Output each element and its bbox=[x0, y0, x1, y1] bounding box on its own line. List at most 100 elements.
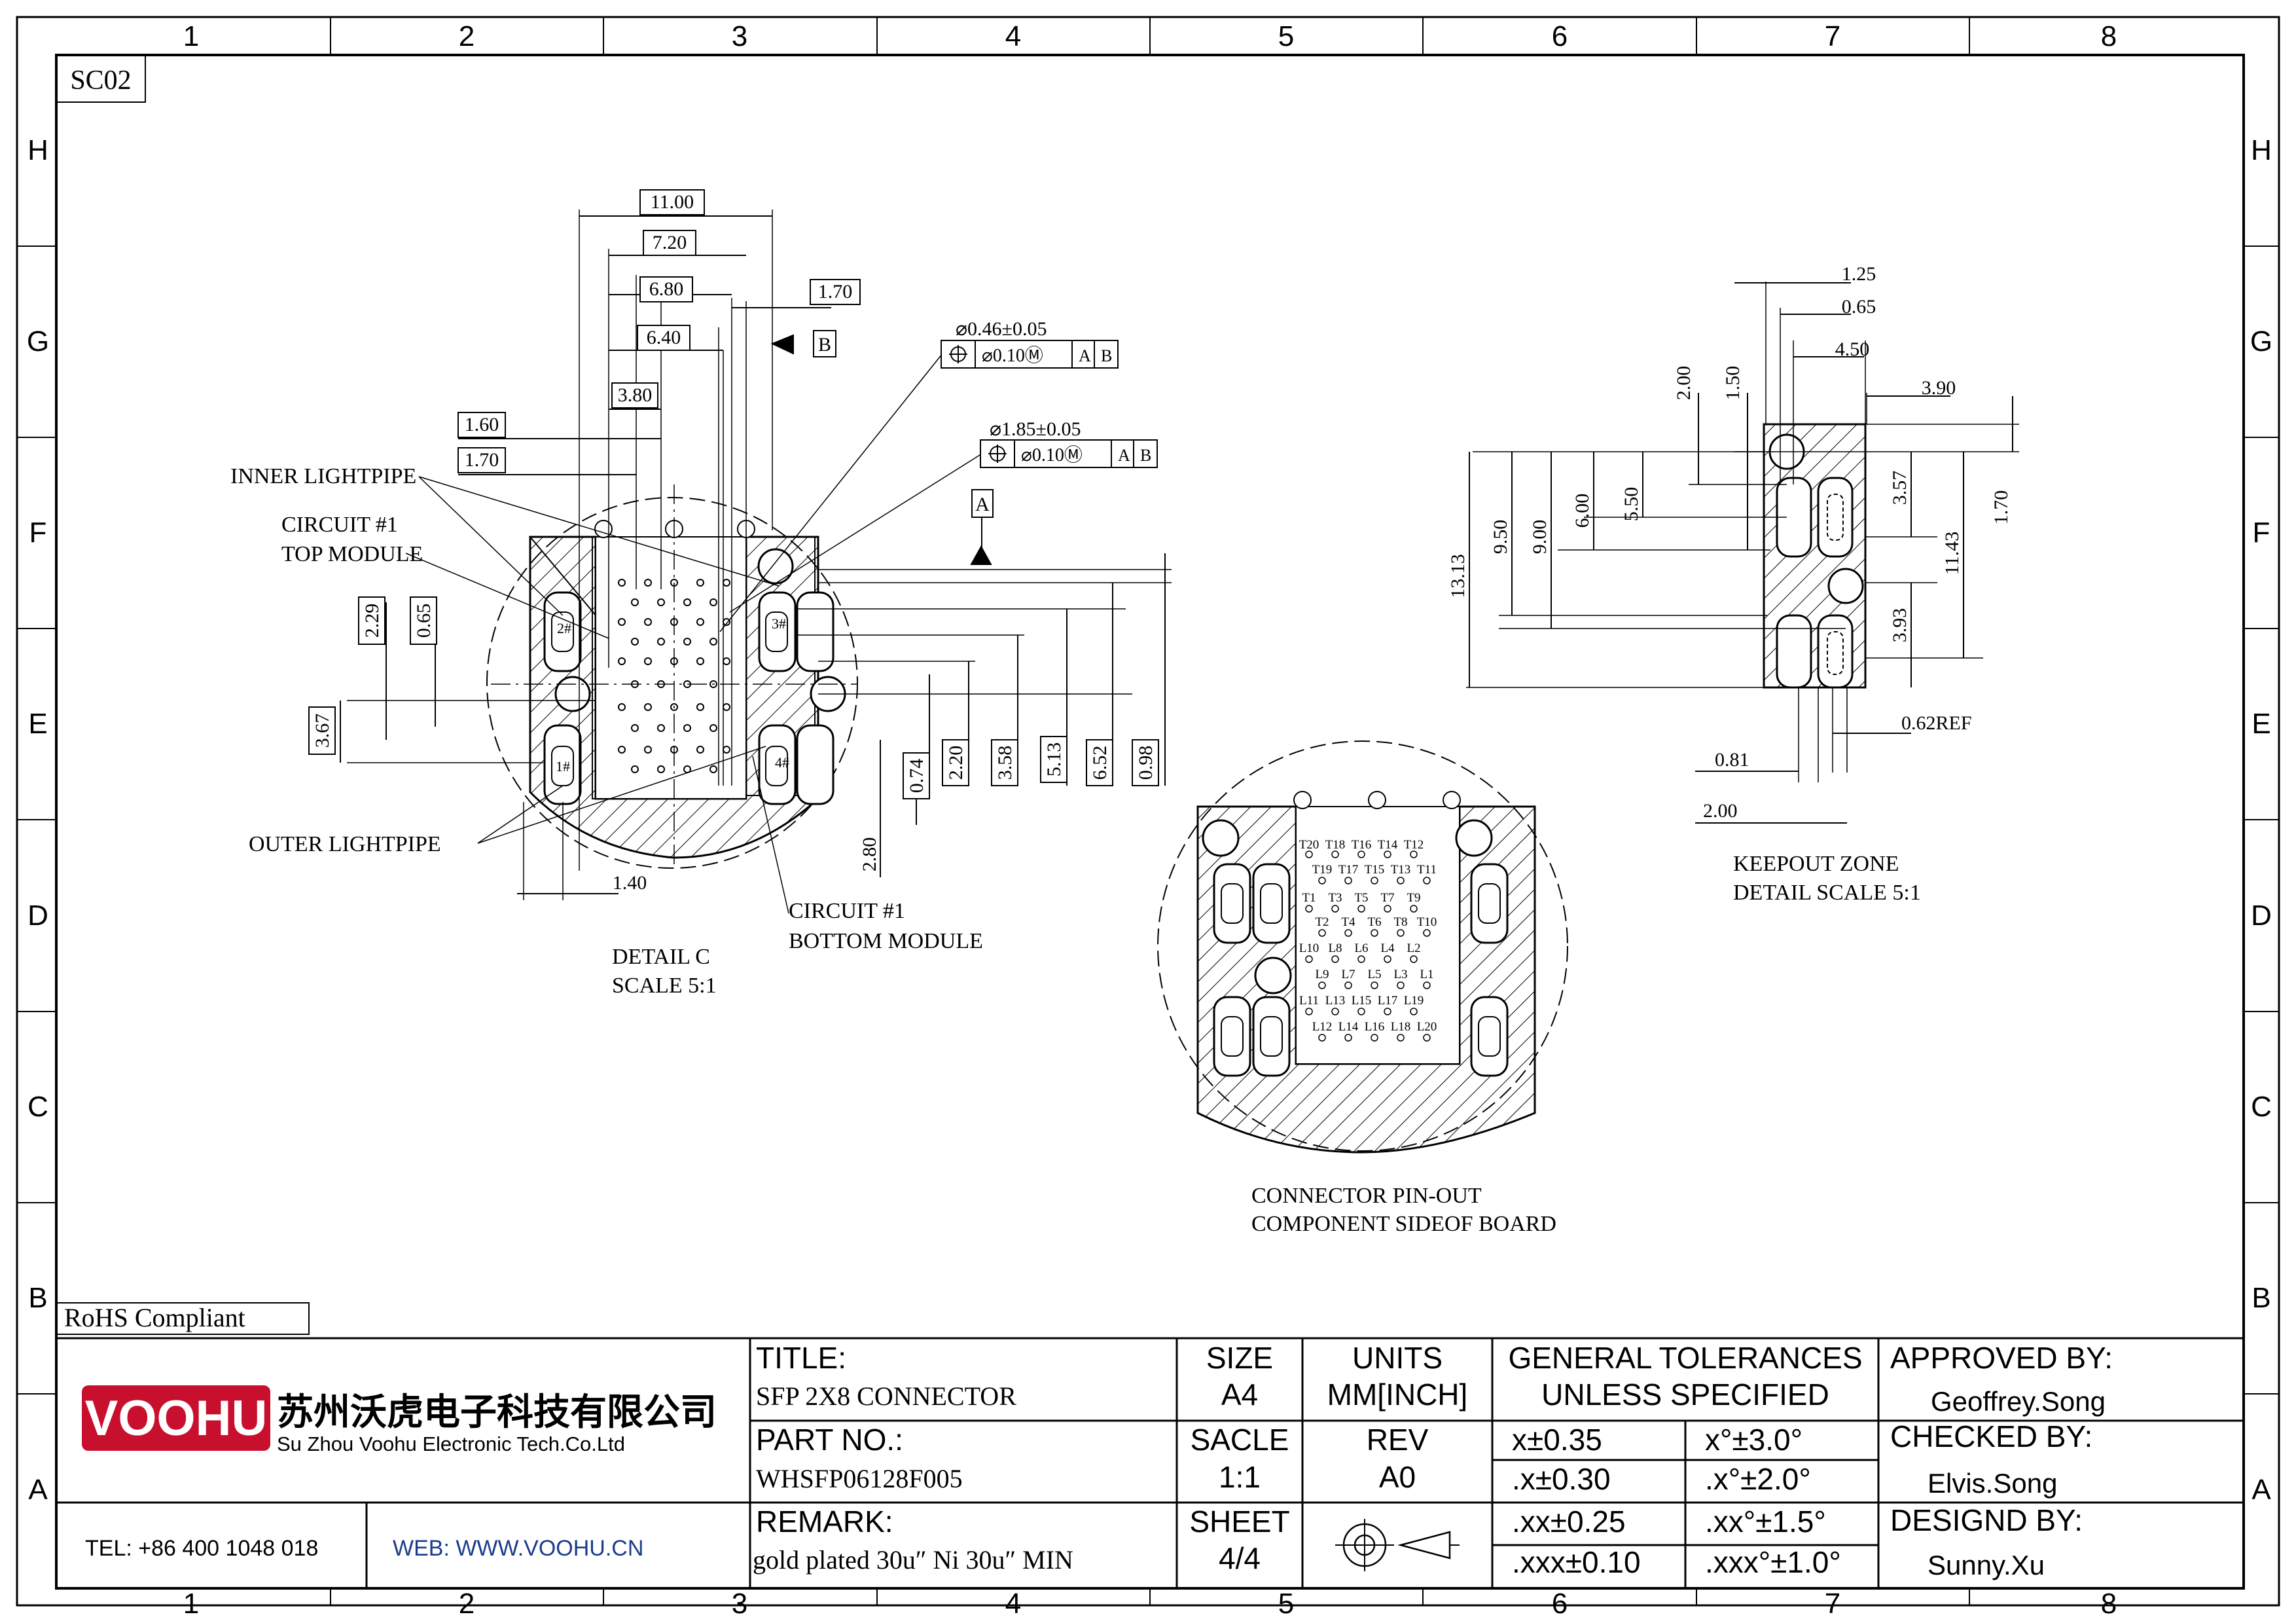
pin-t19: T19 bbox=[1312, 863, 1333, 877]
row-label: B bbox=[2251, 1282, 2270, 1314]
pin-l12: L12 bbox=[1312, 1020, 1333, 1034]
pin-l19: L19 bbox=[1404, 994, 1424, 1008]
keepout-dim-2-00-h: 2.00 bbox=[1703, 800, 1738, 822]
tolerance-2-datum-b: B bbox=[1140, 446, 1151, 465]
dim-0-98: 0.98 bbox=[1135, 746, 1157, 780]
connector-pinout bbox=[1157, 740, 1568, 1154]
row-label: A bbox=[28, 1474, 48, 1506]
pin-l4: L4 bbox=[1380, 941, 1395, 955]
col-label: 2 bbox=[459, 20, 475, 52]
pin-l18: L18 bbox=[1391, 1020, 1411, 1034]
dim-11-00: 11.00 bbox=[651, 191, 694, 213]
pin-l11: L11 bbox=[1299, 994, 1319, 1008]
pin-t2: T2 bbox=[1315, 915, 1329, 929]
pin-t16: T16 bbox=[1352, 838, 1372, 852]
pin-l17: L17 bbox=[1378, 994, 1398, 1008]
inner-lightpipe-label: INNER LIGHTPIPE bbox=[230, 464, 416, 488]
keepout-dim-2-00-v: 2.00 bbox=[1673, 366, 1695, 401]
company-name-en: Su Zhou Voohu Electronic Tech.Co.Ltd bbox=[277, 1432, 625, 1455]
dim-1-40: 1.40 bbox=[613, 872, 647, 894]
size-value: A4 bbox=[1221, 1377, 1258, 1412]
tolerance-2-datum-a: A bbox=[1118, 446, 1130, 465]
keepout-dim-0-81: 0.81 bbox=[1715, 749, 1749, 771]
dim-0-65: 0.65 bbox=[413, 604, 435, 638]
pin-t10: T10 bbox=[1417, 915, 1437, 929]
detail-c-text: 11.00 7.20 6.80 6.40 3.80 1.60 1.70 1.70… bbox=[230, 191, 1157, 998]
pin-l9: L9 bbox=[1315, 968, 1329, 981]
dim-6-80: 6.80 bbox=[649, 278, 684, 300]
approved-by-label: APPROVED BY: bbox=[1890, 1341, 2113, 1375]
tolerance-linear-0: x±0.35 bbox=[1512, 1423, 1602, 1457]
row-label: H bbox=[27, 134, 48, 166]
dim-2-29: 2.29 bbox=[361, 604, 383, 638]
row-label: B bbox=[28, 1282, 47, 1314]
row-label: F bbox=[2253, 517, 2270, 549]
col-label: 1 bbox=[183, 20, 199, 52]
col-label: 1 bbox=[183, 1588, 199, 1620]
col-label: 8 bbox=[2101, 20, 2117, 52]
row-label: H bbox=[2251, 134, 2272, 166]
tolerance-angular-3: .xxx°±1.0° bbox=[1705, 1545, 1841, 1579]
sheet-value: 4/4 bbox=[1219, 1541, 1261, 1575]
col-label: 4 bbox=[1005, 20, 1021, 52]
pin-t18: T18 bbox=[1325, 838, 1346, 852]
rohs-label: RoHS Compliant bbox=[64, 1303, 245, 1332]
pin-l6: L6 bbox=[1354, 941, 1368, 955]
keepout-dim-4-50: 4.50 bbox=[1835, 338, 1870, 360]
row-label: C bbox=[27, 1091, 48, 1123]
keepout-text: 1.25 0.65 4.50 3.90 2.00 1.50 13.13 9.50… bbox=[1447, 263, 2012, 905]
units-label: UNITS bbox=[1352, 1341, 1443, 1375]
row-label: D bbox=[2251, 900, 2272, 932]
title-block bbox=[56, 1302, 2244, 1588]
rev-label: REV bbox=[1367, 1423, 1429, 1457]
row-label: E bbox=[28, 708, 47, 740]
pinout-caption-2: COMPONENT SIDEOF BOARD bbox=[1251, 1212, 1556, 1236]
pin-l15: L15 bbox=[1352, 994, 1372, 1008]
part-no-value: WHSFP06128F005 bbox=[756, 1464, 963, 1493]
col-label: 2 bbox=[459, 1588, 475, 1620]
row-label: A bbox=[2251, 1474, 2271, 1506]
dim-2-20: 2.20 bbox=[945, 746, 967, 780]
part-no-label: PART NO.: bbox=[756, 1423, 903, 1457]
sheet-border bbox=[16, 16, 2280, 1607]
pin-t1: T1 bbox=[1302, 891, 1316, 905]
zone-labels: 1 2 3 4 5 6 7 8 1 2 3 4 5 6 7 8 H G F E … bbox=[27, 20, 2272, 1620]
pin-t14: T14 bbox=[1378, 838, 1398, 852]
keepout-dim-1-70: 1.70 bbox=[1990, 490, 2012, 525]
dim-3-67: 3.67 bbox=[312, 714, 333, 748]
detail-c-caption-1: DETAIL C bbox=[612, 945, 710, 969]
datum-a: A bbox=[975, 494, 990, 515]
company-tel: TEL: +86 400 1048 018 bbox=[85, 1536, 318, 1561]
keepout-dim-3-93: 3.93 bbox=[1889, 608, 1910, 643]
pin-t5: T5 bbox=[1354, 891, 1368, 905]
designed-by-value: Sunny.Xu bbox=[1928, 1550, 2045, 1580]
pin-l1: L1 bbox=[1420, 968, 1433, 981]
keepout-zone bbox=[1466, 282, 2019, 824]
pin-t17: T17 bbox=[1338, 863, 1359, 877]
pinout-dots bbox=[1305, 850, 1431, 1042]
pinout-caption: CONNECTOR PIN-OUT COMPONENT SIDEOF BOARD bbox=[1251, 1184, 1556, 1236]
col-label: 6 bbox=[1552, 20, 1568, 52]
pin-t15: T15 bbox=[1365, 863, 1385, 877]
sheet-tag: SC02 bbox=[56, 54, 146, 103]
dim-0-74: 0.74 bbox=[906, 759, 927, 793]
col-label: 6 bbox=[1552, 1588, 1568, 1620]
tolerance-1-frame: ⌀0.10Ⓜ bbox=[982, 345, 1043, 366]
detail-c-caption-2: SCALE 5:1 bbox=[612, 974, 717, 998]
designed-by-label: DESIGND BY: bbox=[1890, 1503, 2083, 1537]
circuit-top-label-1: CIRCUIT #1 bbox=[281, 513, 398, 537]
circuit-bottom-label-2: BOTTOM MODULE bbox=[789, 929, 983, 953]
col-label: 3 bbox=[732, 20, 747, 52]
pin-l8: L8 bbox=[1328, 941, 1342, 955]
row-label: E bbox=[2251, 708, 2270, 740]
sheet-label: SHEET bbox=[1189, 1504, 1289, 1539]
pin-l16: L16 bbox=[1365, 1020, 1385, 1034]
pin-t6: T6 bbox=[1367, 915, 1381, 929]
sheet-tag-text: SC02 bbox=[70, 65, 131, 96]
keepout-dim-5-50: 5.50 bbox=[1621, 487, 1642, 522]
dim-1-60: 1.60 bbox=[465, 414, 499, 435]
circuit-bottom-label-1: CIRCUIT #1 bbox=[789, 899, 905, 923]
dim-7-20: 7.20 bbox=[653, 232, 687, 253]
pin-t8: T8 bbox=[1393, 915, 1407, 929]
scale-value: 1:1 bbox=[1219, 1460, 1261, 1494]
